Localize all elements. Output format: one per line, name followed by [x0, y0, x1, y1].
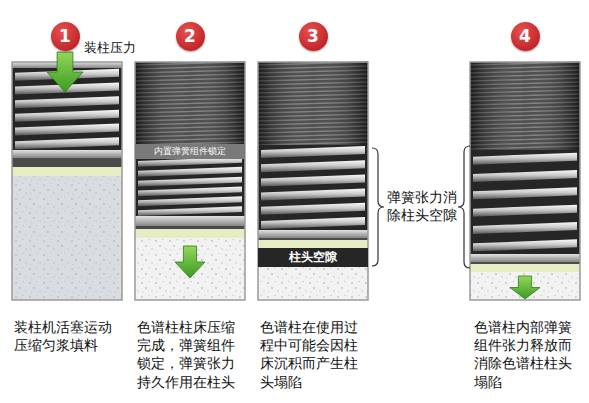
spring-coil [138, 206, 242, 216]
label-band: 柱头空隙 [258, 248, 368, 267]
column-frame [470, 62, 580, 300]
plate [470, 254, 580, 262]
spring-coil [473, 153, 577, 165]
green-arrow [510, 276, 540, 299]
green-arrow [175, 246, 205, 278]
packing-texture [470, 272, 580, 300]
frit [470, 264, 580, 272]
spring-coil [473, 205, 577, 217]
packing-texture [12, 176, 122, 300]
callout-number: 4 [519, 26, 531, 46]
plate-gap [258, 238, 368, 240]
plate-gap [470, 262, 580, 264]
spring-housing [135, 157, 245, 216]
spring-coil [261, 217, 365, 229]
spring-coil [473, 222, 577, 234]
frit [135, 229, 245, 238]
plate [135, 216, 245, 226]
spring-coil [261, 189, 365, 201]
spring-coil [138, 167, 242, 177]
callout-circle: 4 [511, 22, 540, 51]
column-frame [12, 62, 122, 300]
step-caption: 装柱机活塞运动压缩匀浆填料 [14, 318, 118, 354]
threaded-rod [258, 62, 368, 145]
spring-coil [261, 160, 365, 172]
spring-coil [473, 170, 577, 182]
force-label: 装柱压力 [84, 40, 136, 57]
brace-label: 弹簧张力消除柱头空隙 [387, 188, 459, 224]
void-gap [258, 248, 368, 266]
packing-bed [258, 266, 368, 300]
callout-number: 1 [59, 26, 71, 46]
spring-coil [138, 186, 242, 196]
rod-shading [470, 62, 580, 150]
frit [12, 167, 122, 176]
packing-bed [12, 176, 122, 300]
step-caption: 色谱柱在使用过程中可能会因柱床沉积而产生柱头塌陷 [260, 318, 364, 391]
step-caption: 色谱柱柱床压缩完成，弹簧组件锁定，弹簧张力持久作用在柱头 [137, 318, 241, 391]
step-caption: 色谱柱内部弹簧组件张力释放而消除色谱柱柱头塌陷 [474, 318, 578, 391]
packing-bed [470, 272, 580, 300]
spring-coil [261, 203, 365, 215]
column-frame [135, 62, 245, 300]
label-band: 内置弹簧组件锁定 [135, 144, 245, 159]
threaded-rod [135, 62, 245, 145]
callout-circle: 2 [176, 22, 205, 51]
spring-coil [473, 187, 577, 199]
callout-circle: 3 [299, 22, 328, 51]
spring-coil [261, 174, 365, 186]
spring-coil [473, 239, 577, 251]
plate-gap [12, 158, 122, 167]
spring-housing [470, 150, 580, 254]
callout-circle: 1 [51, 22, 80, 51]
spring-coil [138, 196, 242, 206]
spring-coil [15, 124, 119, 136]
band-label: 柱头空隙 [289, 250, 337, 264]
plate-gap [135, 226, 245, 229]
spring-housing [258, 145, 368, 230]
green-arrow [47, 52, 83, 92]
spring-coil [15, 110, 119, 122]
brace [458, 146, 470, 268]
spring-coil [138, 177, 242, 187]
plate [12, 150, 122, 158]
rod-shading [135, 62, 245, 145]
spring-coil [15, 137, 119, 149]
packing-texture [258, 266, 368, 300]
spring-coil [15, 96, 119, 108]
spring-coil [261, 146, 365, 158]
column-frame [258, 62, 368, 300]
rod-shading [258, 62, 368, 145]
threaded-rod [470, 62, 580, 150]
plate [258, 230, 368, 238]
band-label: 内置弹簧组件锁定 [154, 146, 226, 157]
packing-bed [135, 238, 245, 300]
brace [372, 148, 384, 266]
packing-texture [135, 238, 245, 300]
column-illustration [12, 52, 580, 300]
callout-number: 3 [307, 26, 319, 46]
callout-number: 2 [184, 26, 196, 46]
